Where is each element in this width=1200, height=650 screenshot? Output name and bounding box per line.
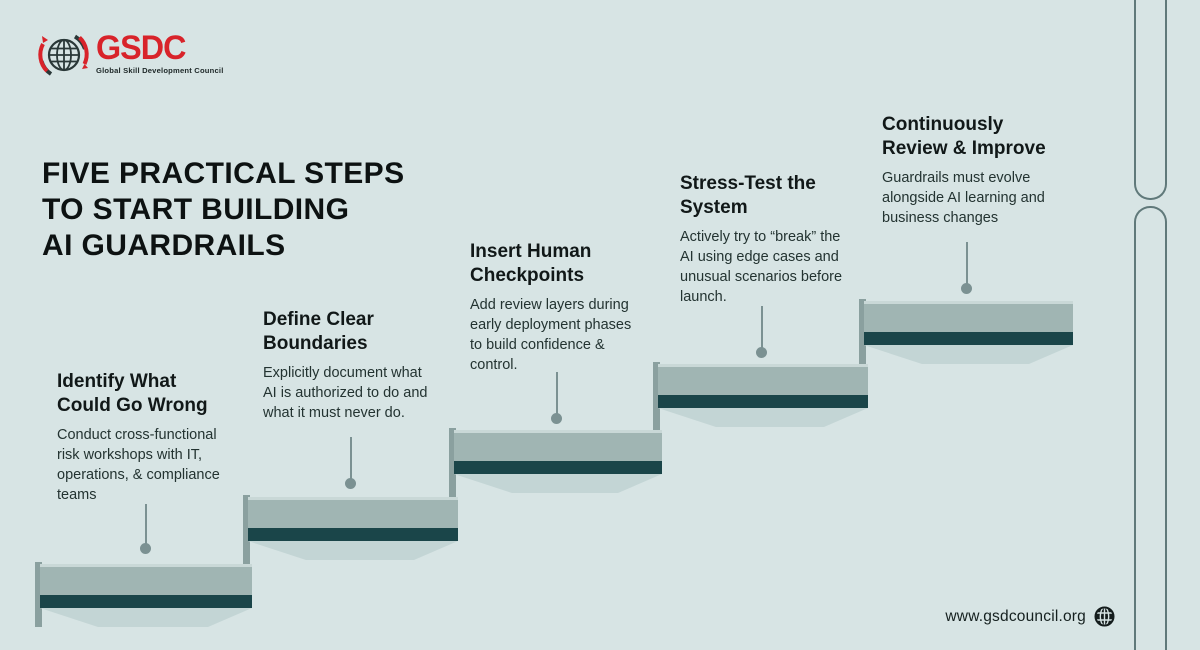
capsule-decoration-bottom <box>1134 206 1167 650</box>
step-3-band <box>454 461 662 474</box>
step-4-title: Stress-Test the System <box>680 173 816 218</box>
step-1-shadow <box>40 608 252 627</box>
logo-tagline: Global Skill Development Council <box>96 66 224 75</box>
step-5-description: Guardrails must evolve alongside AI lear… <box>882 170 1045 226</box>
capsule-decoration-top <box>1134 0 1167 200</box>
step-3-shadow <box>454 474 662 493</box>
step-2-title: Define Clear Boundaries <box>263 309 374 354</box>
step-5-shadow <box>864 345 1073 364</box>
logo-brand-text: GSDC <box>96 29 186 67</box>
step-5-riser <box>859 299 866 364</box>
step-3-pointer-line <box>556 372 558 414</box>
step-2-shadow <box>248 541 458 560</box>
step-5-textblock: Continuously Review & Improve Guardrails… <box>882 113 1097 228</box>
globe-icon <box>1094 606 1115 627</box>
step-5-band <box>864 332 1073 345</box>
step-5-slab <box>864 301 1073 332</box>
step-2-pointer-dot <box>345 478 356 489</box>
footer: www.gsdcouncil.org <box>945 606 1115 627</box>
step-2-pointer-line <box>350 437 352 479</box>
step-5-pointer-dot <box>961 283 972 294</box>
step-5-pointer-line <box>966 242 968 284</box>
step-1-description: Conduct cross-functional risk workshops … <box>57 427 220 503</box>
step-2-textblock: Define Clear Boundaries Explicitly docum… <box>263 308 468 423</box>
step-4-pointer-line <box>761 306 763 348</box>
step-3-title: Insert Human Checkpoints <box>470 241 592 286</box>
step-2-riser <box>243 495 250 564</box>
step-3-slab <box>454 430 662 461</box>
globe-logo-icon <box>38 34 89 76</box>
step-2-description: Explicitly document what AI is authorize… <box>263 365 428 421</box>
step-1-riser <box>35 562 42 627</box>
step-5-title: Continuously Review & Improve <box>882 114 1046 159</box>
step-1-slab <box>40 564 252 595</box>
step-4-pointer-dot <box>756 347 767 358</box>
step-4-shadow <box>658 408 868 427</box>
step-4-textblock: Stress-Test the System Actively try to “… <box>680 172 885 307</box>
step-3-textblock: Insert Human Checkpoints Add review laye… <box>470 240 675 375</box>
step-4-band <box>658 395 868 408</box>
step-2-slab <box>248 497 458 528</box>
step-4-riser <box>653 362 660 430</box>
gsdc-logo: GSDC Global Skill Development Council <box>36 27 224 81</box>
step-3-riser <box>449 428 456 497</box>
step-1-pointer-line <box>145 504 147 546</box>
step-4-slab <box>658 364 868 395</box>
step-3-pointer-dot <box>551 413 562 424</box>
step-3-description: Add review layers during early deploymen… <box>470 297 632 373</box>
step-1-textblock: Identify What Could Go Wrong Conduct cro… <box>57 370 267 505</box>
step-2-band <box>248 528 458 541</box>
website-link[interactable]: www.gsdcouncil.org <box>945 607 1086 625</box>
step-1-band <box>40 595 252 608</box>
page-title: FIVE PRACTICAL STEPS TO START BUILDING A… <box>42 157 405 263</box>
step-1-pointer-dot <box>140 543 151 554</box>
step-1-title: Identify What Could Go Wrong <box>57 371 208 416</box>
step-4-description: Actively try to “break” the AI using edg… <box>680 229 843 305</box>
